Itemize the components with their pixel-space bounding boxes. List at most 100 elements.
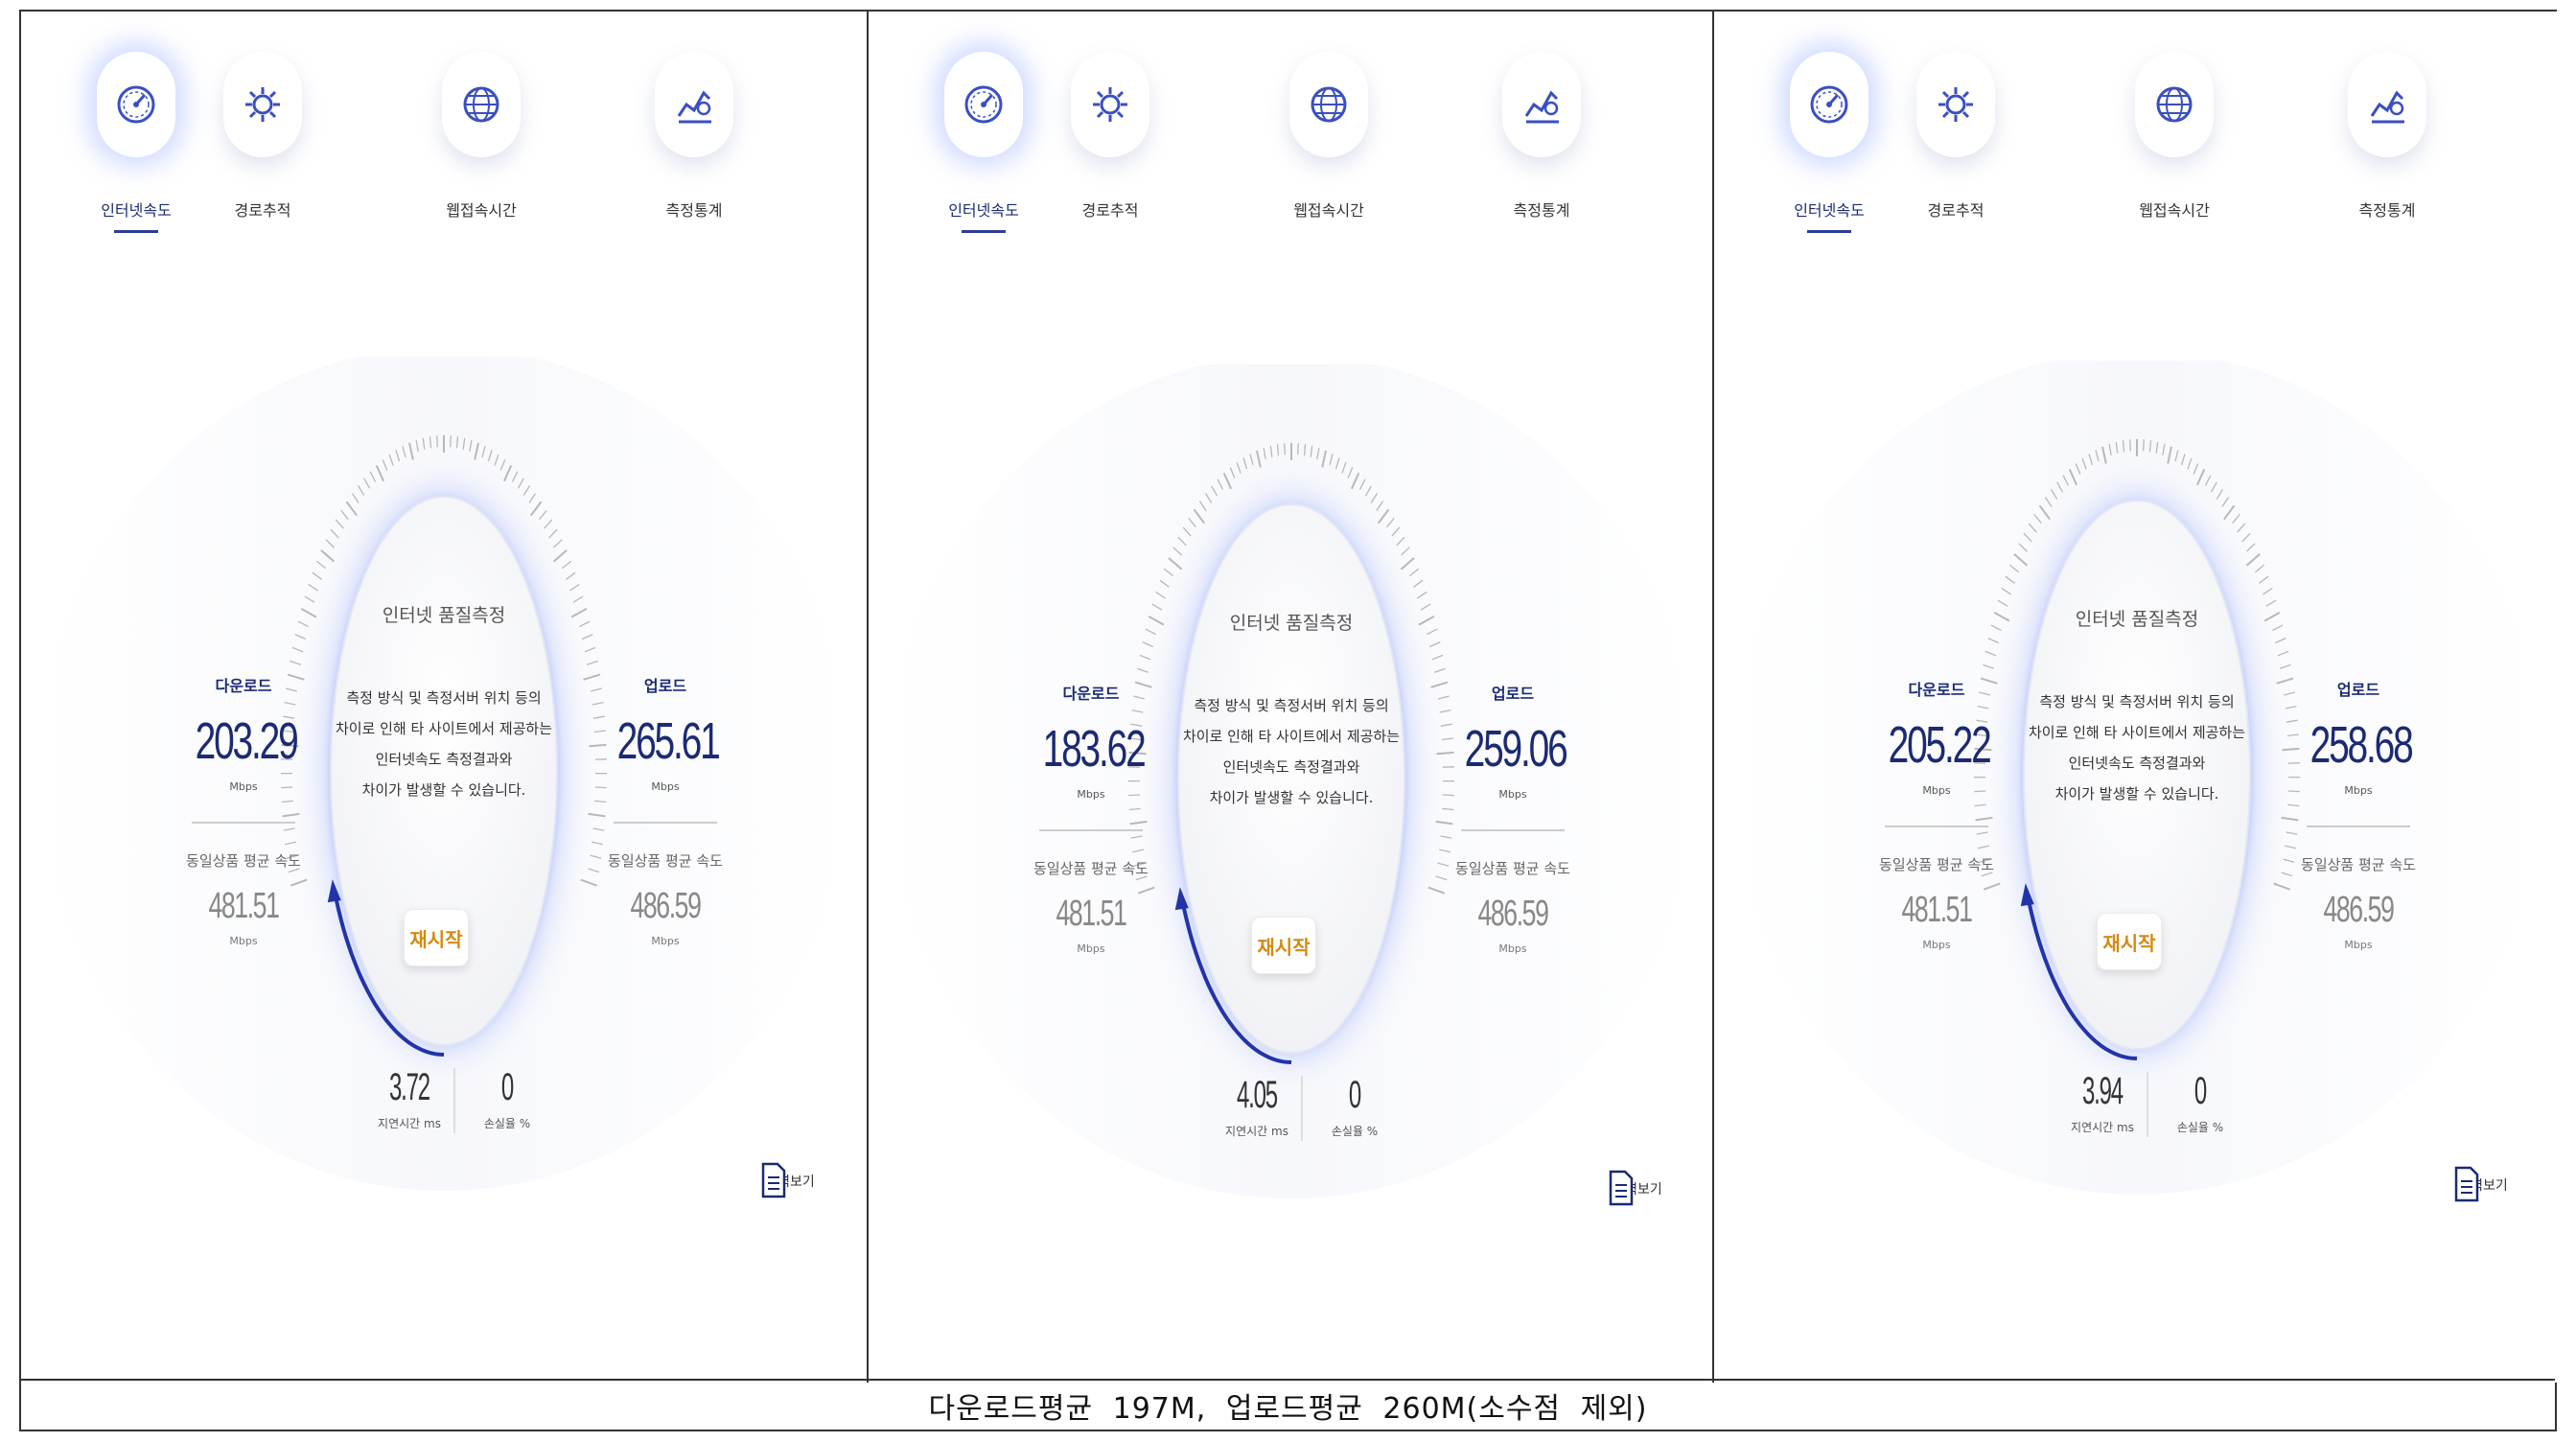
loss-label: 손실율 %: [1331, 1125, 1379, 1138]
nav-item-statistics[interactable]: 측정통계: [1484, 52, 1599, 221]
nav-label: 웹접속시간: [2139, 201, 2210, 220]
restart-button[interactable]: 재시작: [1251, 917, 1316, 974]
latency-stat: 3.94 지연시간 ms: [2069, 1070, 2136, 1135]
loss-stat: 0 손실율 %: [2167, 1070, 2234, 1135]
gauge-graphic: [1734, 360, 2540, 1195]
latency-label: 지연시간 ms: [1225, 1125, 1288, 1138]
upload-label: 업로드: [643, 677, 687, 695]
nav-label: 인터넷속도: [101, 201, 172, 220]
download-unit: Mbps: [1922, 784, 1951, 797]
speed-gauge: 인터넷 품질측정 측정 방식 및 측정서버 위치 등의 차이로 인해 타 사이트…: [869, 364, 1712, 1227]
history-button[interactable]: 이력보기: [2454, 1166, 2512, 1202]
statistics-chart-icon: [1502, 52, 1581, 157]
nav-item-route-trace[interactable]: 경로추적: [205, 52, 320, 221]
restart-button[interactable]: 재시작: [404, 909, 469, 966]
download-avg-label: 동일상품 평균 속도: [186, 852, 301, 870]
nav-item-internet-speed[interactable]: 인터넷속도: [926, 52, 1041, 233]
nav-item-statistics[interactable]: 측정통계: [2330, 52, 2445, 221]
gauge-progress-arc: [2025, 894, 2138, 1060]
globe-icon: [1289, 52, 1368, 157]
upload-stats: 업로드 259.06 Mbps 동일상품 평균 속도 486.59 Mbps: [1446, 681, 1580, 955]
download-avg-unit: Mbps: [1922, 939, 1951, 951]
statistics-chart-icon: [655, 52, 733, 157]
nav-item-route-trace[interactable]: 경로추적: [1053, 52, 1168, 221]
notice-line: 차이가 발생할 수 있습니다.: [361, 781, 526, 799]
download-label: 다운로드: [215, 677, 272, 695]
gauge-graphic: [889, 364, 1694, 1198]
loss-value: 0: [500, 1066, 514, 1108]
gauge-pointer: [2020, 883, 2034, 907]
restart-button[interactable]: 재시작: [2097, 913, 2162, 970]
latency-label: 지연시간 ms: [2071, 1121, 2134, 1134]
upload-label: 업로드: [2336, 681, 2380, 699]
gauge-title: 인터넷 품질측정: [382, 605, 506, 626]
nav-item-internet-speed[interactable]: 인터넷속도: [1772, 52, 1887, 233]
nav-label: 웹접속시간: [446, 201, 517, 220]
document-icon: [2454, 1166, 2479, 1202]
history-button[interactable]: 이력보기: [1609, 1170, 1666, 1206]
upload-stats: 업로드 258.68 Mbps 동일상품 평균 속도 486.59 Mbps: [2291, 677, 2425, 951]
nav-label: 측정통계: [1513, 201, 1570, 220]
nav-item-web-access-time[interactable]: 웹접속시간: [424, 52, 539, 221]
loss-label: 손실율 %: [483, 1117, 531, 1130]
loss-label: 손실율 %: [2176, 1121, 2224, 1134]
gauge-title: 인터넷 품질측정: [2075, 609, 2199, 630]
stat-divider: [2147, 1072, 2148, 1137]
route-gear-icon: [1916, 52, 1995, 157]
divider: [192, 822, 295, 824]
notice-line: 측정 방식 및 측정서버 위치 등의: [1194, 697, 1389, 714]
download-stats: 다운로드 203.29 Mbps 동일상품 평균 속도 481.51 Mbps: [176, 673, 311, 947]
divider: [614, 822, 717, 824]
nav-item-web-access-time[interactable]: 웹접속시간: [2117, 52, 2232, 221]
nav-item-web-access-time[interactable]: 웹접속시간: [1271, 52, 1386, 221]
speedtest-panel-1: 인터넷속도 경로추적: [21, 12, 867, 1383]
nav-label: 경로추적: [234, 201, 291, 220]
notice-line: 인터넷속도 측정결과와: [375, 751, 513, 768]
download-unit: Mbps: [1077, 788, 1105, 801]
download-avg-unit: Mbps: [1077, 942, 1105, 955]
nav-label: 경로추적: [1927, 201, 1984, 220]
upload-avg-label: 동일상품 평균 속도: [2301, 856, 2416, 873]
download-value: 183.62: [1042, 720, 1147, 778]
nav-item-internet-speed[interactable]: 인터넷속도: [79, 52, 194, 233]
upload-label: 업로드: [1491, 685, 1535, 703]
nav-item-route-trace[interactable]: 경로추적: [1898, 52, 2013, 221]
latency-value: 3.94: [2082, 1070, 2123, 1112]
download-avg-value: 481.51: [208, 886, 280, 926]
nav-label: 인터넷속도: [1794, 201, 1865, 220]
notice-line: 차이가 발생할 수 있습니다.: [1209, 789, 1374, 806]
upload-avg-label: 동일상품 평균 속도: [608, 852, 723, 870]
globe-icon: [442, 52, 521, 157]
globe-icon: [2135, 52, 2214, 157]
active-underline: [962, 230, 1006, 233]
document-icon: [1609, 1170, 1634, 1206]
notice-line: 측정 방식 및 측정서버 위치 등의: [346, 689, 542, 707]
upload-avg-unit: Mbps: [1498, 942, 1527, 955]
download-stats: 다운로드 183.62 Mbps 동일상품 평균 속도 481.51 Mbps: [1024, 681, 1158, 955]
notice-line: 차이로 인해 타 사이트에서 제공하는: [1182, 728, 1401, 745]
download-avg-label: 동일상품 평균 속도: [1879, 856, 1994, 873]
route-gear-icon: [1071, 52, 1149, 157]
nav-label: 인터넷속도: [948, 201, 1019, 220]
download-stats: 다운로드 205.22 Mbps 동일상품 평균 속도 481.51 Mbps: [1869, 677, 2004, 951]
download-value: 205.22: [1888, 716, 1992, 774]
gauge-title: 인터넷 품질측정: [1229, 613, 1354, 634]
speedometer-icon: [1790, 52, 1868, 157]
upload-avg-unit: Mbps: [2344, 939, 2373, 951]
nav-item-statistics[interactable]: 측정통계: [637, 52, 752, 221]
gauge-ticks: [1127, 443, 1455, 895]
speedometer-icon: [944, 52, 1023, 157]
gauge-ticks: [280, 435, 608, 887]
upload-value: 258.68: [2309, 716, 2414, 774]
speedometer-icon: [97, 52, 175, 157]
measurement-notice: 측정 방식 및 측정서버 위치 등의 차이로 인해 타 사이트에서 제공하는 인…: [1714, 686, 2558, 809]
notice-line: 차이가 발생할 수 있습니다.: [2054, 785, 2219, 802]
download-value: 203.29: [195, 712, 299, 770]
speed-gauge: 인터넷 품질측정 측정 방식 및 측정서버 위치 등의 차이로 인해 타 사이트…: [1714, 360, 2558, 1223]
loss-value: 0: [1348, 1074, 1361, 1116]
notice-line: 차이로 인해 타 사이트에서 제공하는: [335, 720, 553, 737]
gauge-pointer: [327, 879, 341, 903]
active-underline: [1807, 230, 1851, 233]
history-button[interactable]: 이력보기: [761, 1162, 819, 1198]
gauge-progress-arc: [1179, 897, 1292, 1064]
